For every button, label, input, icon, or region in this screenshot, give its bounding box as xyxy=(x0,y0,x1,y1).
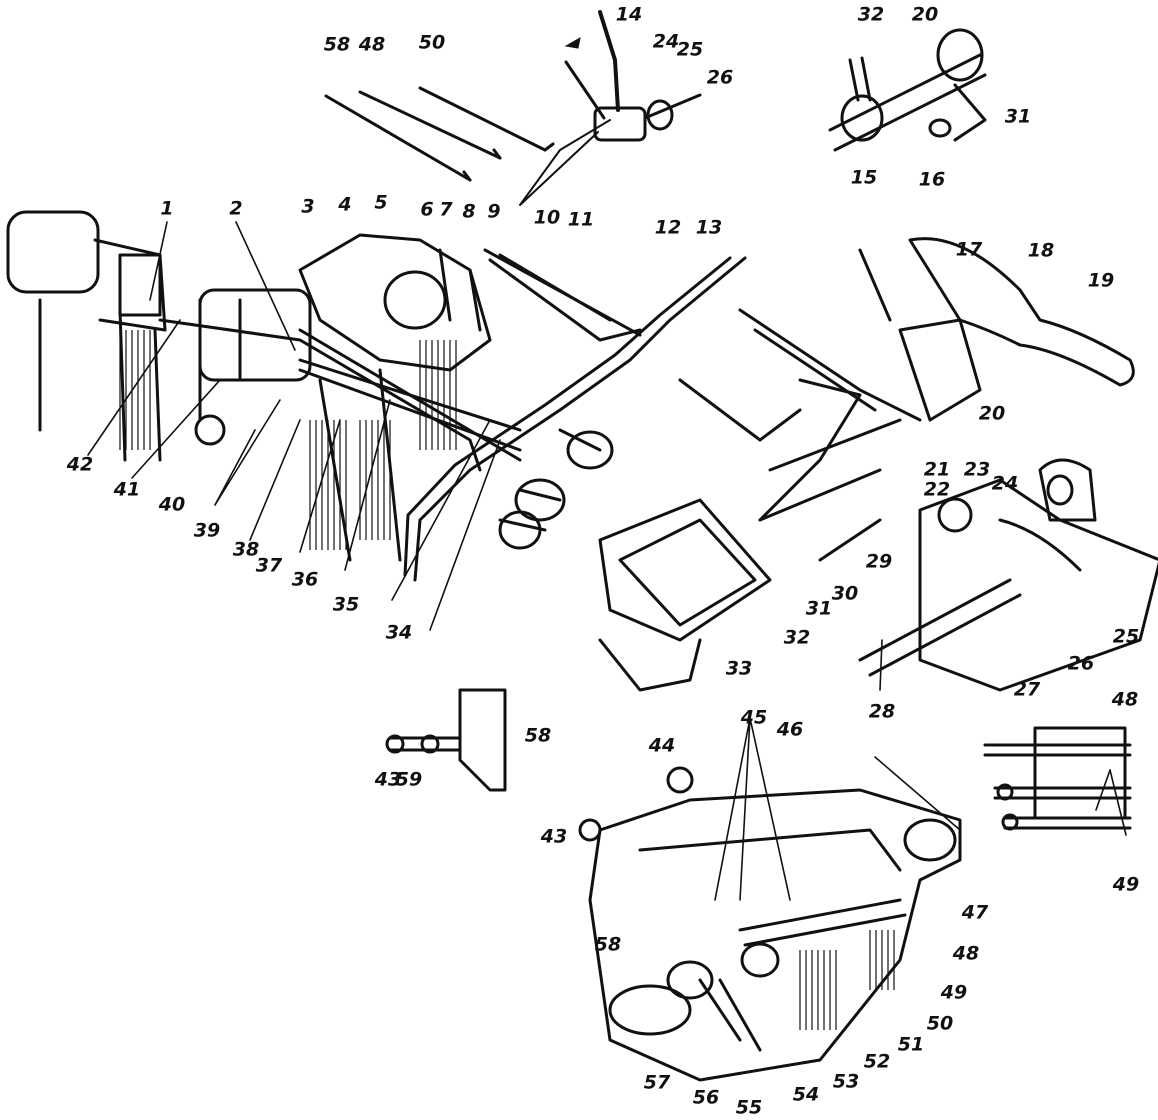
callout-39: 39 xyxy=(193,519,221,542)
callout-52: 52 xyxy=(863,1050,891,1073)
rods-inset xyxy=(324,86,611,206)
callout-7: 7 xyxy=(439,198,453,221)
callout-30: 30 xyxy=(831,582,859,605)
inset-48-49 xyxy=(983,726,1132,831)
callout-41: 41 xyxy=(113,478,141,501)
callout-28: 28 xyxy=(868,700,896,723)
callout-14: 14 xyxy=(615,3,643,26)
callout-21: 21 xyxy=(923,458,951,481)
callout-32: 32 xyxy=(783,626,811,649)
callout-19: 19 xyxy=(1087,269,1115,292)
callout-29: 29 xyxy=(865,550,893,573)
callout-40: 40 xyxy=(158,493,186,516)
callout-58-mid: 58 xyxy=(524,724,552,747)
callout-25: 25 xyxy=(1112,625,1140,648)
callout-6: 6 xyxy=(420,198,434,221)
right-assembly xyxy=(858,458,1158,692)
callout-46: 46 xyxy=(776,718,804,741)
callout-43-bottom: 43 xyxy=(540,825,568,848)
callout-45: 45 xyxy=(740,706,768,729)
callout-10: 10 xyxy=(533,206,561,229)
callout-23: 23 xyxy=(963,458,991,481)
front-hatching xyxy=(119,330,457,550)
callout-20: 20 xyxy=(978,402,1006,425)
callout-31: 31 xyxy=(805,597,833,620)
callout-47: 47 xyxy=(961,901,989,924)
callout-4: 4 xyxy=(338,193,352,216)
callout-3: 3 xyxy=(301,195,315,218)
central-gearbox xyxy=(498,418,902,692)
shaft-inset xyxy=(828,28,987,152)
callout-49-bottom: 49 xyxy=(940,981,968,1004)
leader-lines xyxy=(87,221,1127,901)
bottom-inset xyxy=(578,766,962,1082)
callout-34: 34 xyxy=(385,621,413,644)
callout-50-bottom: 50 xyxy=(926,1012,954,1035)
callout-42: 42 xyxy=(66,453,94,476)
callout-31-top: 31 xyxy=(1004,105,1032,128)
callout-16: 16 xyxy=(918,168,946,191)
callout-25-top: 25 xyxy=(676,38,704,61)
callout-48-right: 48 xyxy=(1111,688,1139,711)
callout-35: 35 xyxy=(332,593,360,616)
callout-20-top: 20 xyxy=(911,3,939,26)
callout-58-bottom: 58 xyxy=(594,933,622,956)
callout-49-right: 49 xyxy=(1112,873,1140,896)
callout-1: 1 xyxy=(160,197,174,220)
callout-58-top: 58 xyxy=(323,33,351,56)
callout-11: 11 xyxy=(567,208,595,231)
callout-13: 13 xyxy=(695,216,723,239)
callout-55: 55 xyxy=(735,1096,763,1119)
callout-37: 37 xyxy=(255,554,283,577)
front-assembly xyxy=(6,210,522,562)
lever-inset xyxy=(564,10,702,142)
callout-56: 56 xyxy=(692,1086,720,1109)
callout-33: 33 xyxy=(725,657,753,680)
callout-26-top: 26 xyxy=(706,66,734,89)
callout-24: 24 xyxy=(991,472,1019,495)
callout-18: 18 xyxy=(1027,239,1055,262)
callout-57: 57 xyxy=(643,1071,671,1094)
callout-9: 9 xyxy=(487,200,501,223)
callout-12: 12 xyxy=(654,216,682,239)
callout-36: 36 xyxy=(291,568,319,591)
callout-59: 59 xyxy=(395,768,423,791)
callout-15: 15 xyxy=(850,166,878,189)
callout-51: 51 xyxy=(897,1033,925,1056)
callout-54: 54 xyxy=(792,1083,820,1106)
callout-26: 26 xyxy=(1067,652,1095,675)
callout-32-top: 32 xyxy=(857,3,885,26)
callout-48-bottom: 48 xyxy=(952,942,980,965)
callout-53: 53 xyxy=(832,1070,860,1093)
callout-27: 27 xyxy=(1013,678,1041,701)
bottom-hatching xyxy=(799,930,895,1030)
callout-5: 5 xyxy=(374,191,388,214)
callout-17: 17 xyxy=(955,238,983,261)
callout-50-top: 50 xyxy=(418,31,446,54)
callout-8: 8 xyxy=(462,200,476,223)
rear-levers xyxy=(678,237,1135,522)
callout-38: 38 xyxy=(232,538,260,561)
callout-43-mid: 43 xyxy=(374,768,402,791)
callout-44: 44 xyxy=(648,734,676,757)
detail-58 xyxy=(385,688,507,792)
centre-cluster xyxy=(298,233,642,372)
callout-24-top: 24 xyxy=(652,30,680,53)
callout-2: 2 xyxy=(229,197,243,220)
callout-48-top: 48 xyxy=(358,33,386,56)
callout-22: 22 xyxy=(923,478,951,501)
main-rods xyxy=(403,253,747,582)
